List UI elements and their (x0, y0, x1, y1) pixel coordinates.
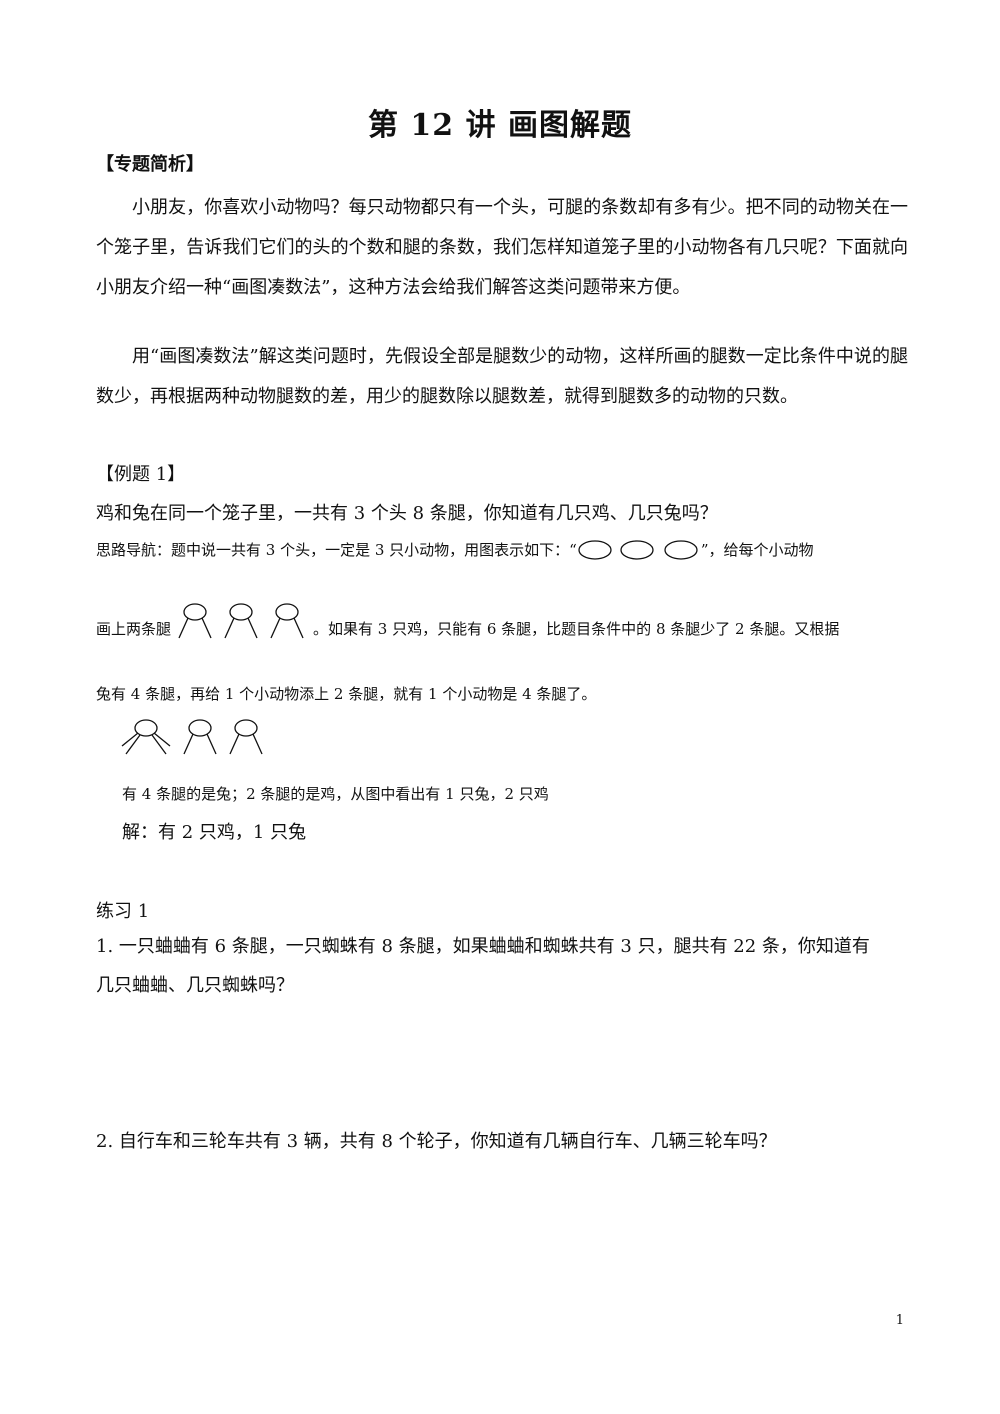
intro-paragraph-1: 小朋友，你喜欢小动物吗？每只动物都只有一个头，可腿的条数却有多有少。把不同的动物… (96, 197, 908, 298)
head-oval (620, 540, 654, 560)
conclusion-text: 有 4 条腿的是兔；2 条腿的是鸡，从图中看出有 1 只兔，2 只鸡 (122, 785, 549, 803)
legs-text-start: 画上两条腿 (96, 620, 172, 638)
hint-line: 思路导航：题中说一共有 3 个头，一定是 3 只小动物，用图表示如下：“ ”，给… (96, 538, 814, 564)
two-leg-animal (178, 603, 212, 639)
four-leg-animal (121, 719, 171, 755)
practice-heading: 练习 1 (96, 901, 150, 922)
example-question: 鸡和兔在同一个笼子里，一共有 3 个头 8 条腿，你知道有几只鸡、几只兔吗？ (96, 503, 718, 524)
page-title: 第 12 讲 画图解题 (367, 108, 633, 143)
legs-line: 画上两条腿 。如果有 3 只鸡，只能有 6 条腿，比题目条件中的 8 条腿少了 … (96, 603, 840, 648)
two-leg-animal (183, 719, 217, 755)
hint-text-end: ”，给每个小动物 (700, 541, 814, 559)
final-figure (121, 719, 263, 755)
practice-question-1-line-2: 几只蛐蛐、几只蜘蛛吗？ (96, 975, 294, 996)
intro-paragraph-2: 用“画图凑数法”解这类问题时，先假设全部是腿数少的动物，这样所画的腿数一定比条件… (96, 346, 908, 407)
three-heads-figure (578, 540, 698, 560)
two-leg-animal (229, 719, 263, 755)
practice-question-1-line-1: 1. 一只蛐蛐有 6 条腿，一只蜘蛛有 8 条腿，如果蛐蛐和蜘蛛共有 3 只，腿… (96, 936, 870, 957)
page-number: 1 (895, 1313, 904, 1328)
two-leg-figures (178, 603, 304, 639)
head-oval (664, 540, 698, 560)
practice-question-2: 2. 自行车和三轮车共有 3 辆，共有 8 个轮子，你知道有几辆自行车、几辆三轮… (96, 1131, 777, 1152)
head-oval (578, 540, 612, 560)
hint-text-start: 思路导航：题中说一共有 3 个头，一定是 3 只小动物，用图表示如下：“ (96, 541, 577, 559)
two-leg-animal (270, 603, 304, 639)
two-leg-animal (224, 603, 258, 639)
answer-text: 解：有 2 只鸡，1 只兔 (122, 822, 307, 843)
example-heading: 【例题 1】 (96, 464, 186, 485)
legs-text-end: 。如果有 3 只鸡，只能有 6 条腿，比题目条件中的 8 条腿少了 2 条腿。又… (313, 620, 840, 638)
legs-line-2: 兔有 4 条腿，再给 1 个小动物添上 2 条腿，就有 1 个小动物是 4 条腿… (96, 685, 597, 703)
section-heading-intro: 【专题简析】 (96, 154, 204, 175)
